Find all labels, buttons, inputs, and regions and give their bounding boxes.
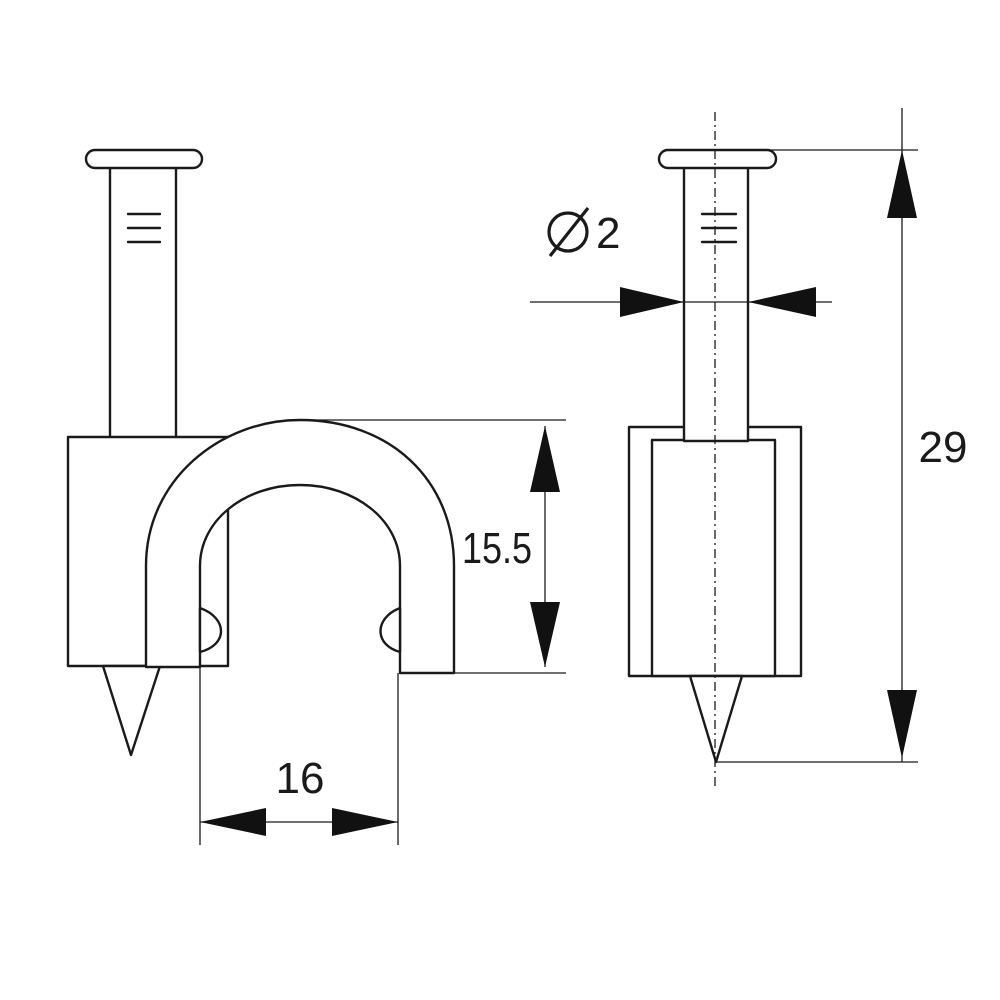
diameter-arrow-left [620, 287, 684, 317]
side-inner-block [650, 438, 777, 678]
side-view [627, 112, 803, 790]
front-nail-shank [108, 164, 178, 440]
width-arrow-right [332, 808, 398, 836]
height-dimension: 15.5 [300, 419, 566, 674]
side-nail-head [657, 148, 778, 170]
front-u-saddle [144, 418, 456, 675]
side-nail-grip-marks [700, 212, 738, 244]
width-dimension: 16 [199, 667, 399, 845]
front-nail-grip-marks [126, 212, 162, 244]
diameter-symbol [547, 207, 590, 257]
length-arrow-top [887, 150, 917, 218]
diameter-dimension: 2 [530, 207, 832, 317]
height-arrow-bottom [530, 602, 560, 667]
diameter-arrow-right [748, 287, 816, 317]
width-dimension-label: 16 [276, 754, 325, 803]
diameter-dimension-label: 2 [596, 209, 620, 258]
front-view [66, 148, 456, 757]
right-grip-nub [379, 606, 402, 654]
width-arrow-left [200, 808, 266, 836]
height-dimension-label: 15.5 [462, 524, 532, 573]
height-arrow-top [530, 426, 560, 492]
side-nail-shank [682, 164, 750, 443]
front-nail-tip [101, 664, 162, 757]
length-arrow-bottom [887, 690, 917, 758]
front-nail-head [84, 148, 204, 170]
length-dimension: 29 [716, 108, 968, 763]
side-nail-tip [688, 674, 744, 764]
left-grip-nub [198, 606, 223, 654]
length-dimension-label: 29 [919, 423, 968, 472]
